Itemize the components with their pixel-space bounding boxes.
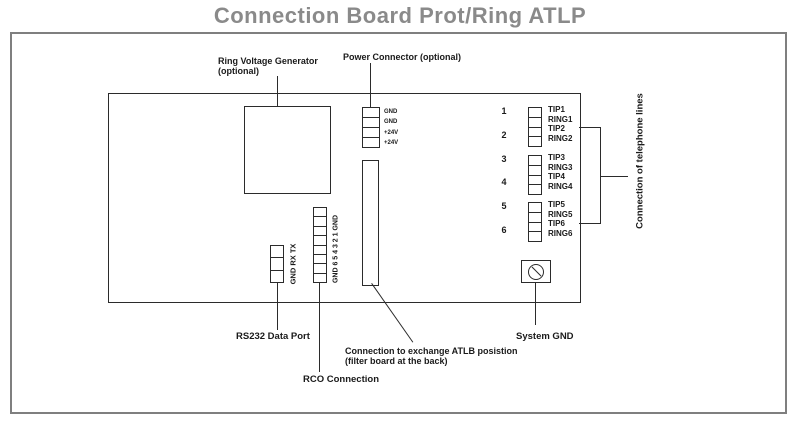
tip-ring-pin-cell	[529, 108, 541, 117]
tip-ring-pin-cell	[529, 184, 541, 194]
rco-pin-cell	[314, 216, 326, 225]
atlb-label-line1: Connection to exchange ATLB posistion	[345, 346, 518, 356]
ring-voltage-generator-leader-line	[277, 76, 278, 127]
rco-pin-cell	[314, 244, 326, 254]
pin-label: TIP4	[548, 172, 565, 182]
rco-pin-cell	[314, 263, 326, 272]
telephone-bracket-vertical	[600, 127, 601, 224]
pin-label: RING3	[548, 162, 573, 172]
tip-ring-pin-cell	[529, 126, 541, 137]
pin-number-4: 4	[501, 177, 507, 187]
tip-ring-pin-cell	[529, 164, 541, 175]
ring-voltage-generator-label-line1: Ring Voltage Generator	[218, 56, 318, 66]
ring-voltage-generator-label-line2: (optional)	[218, 66, 259, 76]
rco-pin-cell	[314, 208, 326, 216]
pin-label: TIP1	[548, 105, 565, 114]
ring-voltage-generator-box	[244, 106, 331, 194]
rco-pin-cell	[314, 235, 326, 244]
screw-icon	[528, 263, 544, 280]
pin-label: RING5	[548, 209, 573, 219]
rs232-pin-cell	[271, 257, 283, 269]
pin-label: RING6	[548, 229, 573, 239]
power-pin-cell	[363, 108, 379, 117]
power-pin-label: +24V	[384, 139, 399, 146]
rco-pin-cell	[314, 225, 326, 235]
telephone-bracket-bottom	[579, 223, 600, 224]
pin-number-1: 1	[501, 106, 507, 116]
pin-number-5: 5	[501, 201, 507, 211]
ring-voltage-generator-label: Ring Voltage Generator (optional)	[218, 56, 318, 76]
pin-number-2: 2	[501, 130, 507, 140]
pin-label: TIP6	[548, 219, 565, 229]
tip-ring-pin-cell	[529, 136, 541, 146]
rco-pin-cell	[314, 272, 326, 282]
power-connector-label: Power Connector (optional)	[343, 52, 461, 62]
board-outline	[108, 93, 581, 303]
telephone-bracket-top	[579, 127, 600, 128]
tip-ring-connector-group-2	[528, 155, 542, 195]
pin-number-6: 6	[501, 225, 507, 235]
power-pin-cell	[363, 127, 379, 137]
power-pin-label: GND	[384, 109, 398, 116]
outer-frame	[10, 32, 787, 414]
power-pin-cell	[363, 117, 379, 127]
tip-ring-pin-cell	[529, 211, 541, 222]
telephone-bracket-leader	[600, 176, 628, 177]
pin-number-3: 3	[501, 154, 507, 164]
tip-ring-pin-cell	[529, 156, 541, 165]
atlb-connector	[362, 160, 379, 286]
power-connector	[362, 107, 380, 148]
system-gnd-screw	[521, 260, 551, 283]
pin-label: TIP3	[548, 153, 565, 162]
rs232-label: RS232 Data Port	[236, 331, 310, 342]
rs232-pin-label: GND RX TX	[288, 243, 298, 285]
power-pin-label: +24V	[384, 129, 399, 136]
rs232-leader-line	[277, 283, 278, 330]
pin-label: RING2	[548, 134, 573, 144]
tip-ring-pin-cell	[529, 116, 541, 127]
tip-ring-labels-group-1: TIP1 RING1 TIP2 RING2	[548, 105, 572, 144]
pin-label: RING1	[548, 114, 573, 124]
tip-ring-pin-cell	[529, 231, 541, 241]
rco-leader-line	[319, 283, 320, 372]
rs232-pin-cell	[271, 269, 283, 282]
pin-label: RING4	[548, 182, 573, 192]
rco-connector	[313, 207, 327, 283]
tip-ring-connector-group-3	[528, 202, 542, 242]
system-gnd-label: System GND	[516, 331, 574, 342]
tip-ring-labels-group-2: TIP3 RING3 TIP4 RING4	[548, 153, 572, 192]
tip-ring-labels-group-3: TIP5 RING5 TIP6 RING6	[548, 200, 572, 239]
atlb-label-line2: (filter board at the back)	[345, 356, 448, 366]
system-gnd-leader-line	[535, 282, 536, 325]
tip-ring-pin-cell	[529, 174, 541, 185]
diagram-title: Connection Board Prot/Ring ATLP	[213, 3, 587, 28]
atlb-label: Connection to exchange ATLB posistion (f…	[345, 346, 518, 366]
power-pin-labels: GND GND +24V +24V	[384, 107, 398, 148]
tip-ring-connector-group-1	[528, 107, 542, 147]
rs232-connector	[270, 245, 284, 283]
screw-slot	[531, 266, 541, 276]
rco-pin-label: GND 6 5 4 3 2 1 GND	[332, 214, 340, 284]
power-pin-cell	[363, 137, 379, 147]
tip-ring-pin-cell	[529, 203, 541, 212]
pin-label: TIP5	[548, 200, 565, 209]
tip-ring-pin-cell	[529, 221, 541, 232]
rco-label: RCO Connection	[303, 374, 379, 385]
rs232-pin-cell	[271, 246, 283, 257]
pin-label: TIP2	[548, 124, 565, 134]
power-connector-leader-line	[370, 63, 371, 107]
rco-pin-cell	[314, 253, 326, 263]
power-pin-label: GND	[384, 119, 398, 126]
telephone-lines-label: Connection of telephone lines	[634, 93, 646, 229]
